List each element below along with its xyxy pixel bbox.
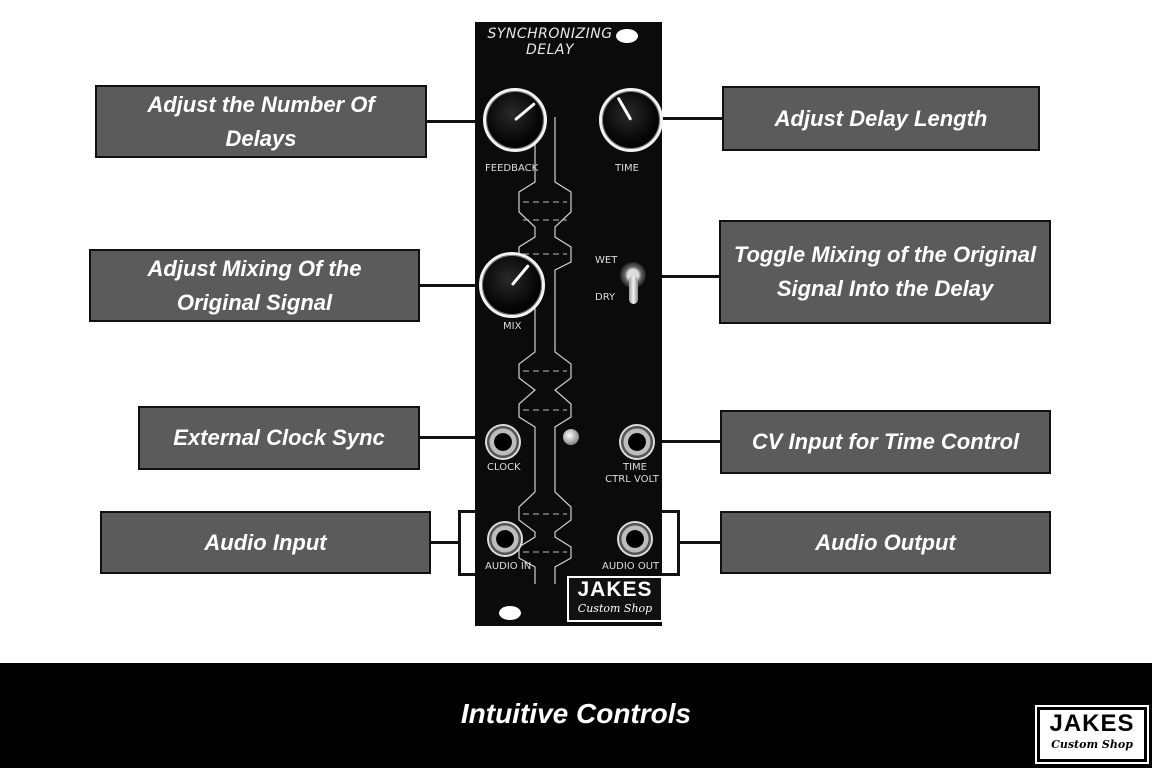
leader-clock xyxy=(420,436,486,439)
callout-audio-in: Audio Input xyxy=(100,511,431,574)
leader-feedback xyxy=(427,120,485,123)
module-title-line2: DELAY xyxy=(525,42,575,58)
clock-label: CLOCK xyxy=(487,462,521,473)
top-screw-hole xyxy=(616,29,638,43)
callout-time: Adjust Delay Length xyxy=(722,86,1040,151)
leader-time xyxy=(656,117,722,120)
mix-knob-pointer xyxy=(510,263,531,286)
time-label: TIME xyxy=(615,163,640,174)
mix-knob[interactable] xyxy=(479,252,545,318)
time-knob[interactable] xyxy=(599,88,663,152)
feedback-knob-pointer xyxy=(514,102,536,122)
callout-wet-dry: Toggle Mixing of the Original Signal Int… xyxy=(719,220,1051,324)
footer-title: Intuitive Controls xyxy=(460,698,692,729)
time-cv-jack[interactable] xyxy=(619,424,655,460)
module-panel: SYNCHRONIZING DELAY FEEDBACK TIME MIX WE… xyxy=(475,22,663,626)
leader-wet-dry xyxy=(640,275,719,278)
time-ctrl-label-line2: CTRL VOLT xyxy=(605,474,659,485)
wet-dry-toggle-switch[interactable] xyxy=(629,276,638,304)
clock-jack[interactable] xyxy=(485,424,521,460)
callout-feedback: Adjust the Number Of Delays xyxy=(95,85,427,158)
leader-audio-in xyxy=(431,541,460,544)
leader-audio-out xyxy=(678,541,720,544)
callout-mix: Adjust Mixing Of the Original Signal xyxy=(89,249,420,322)
callout-clock: External Clock Sync xyxy=(138,406,420,470)
leader-mix xyxy=(420,284,480,287)
waveform-graphic xyxy=(518,117,572,584)
time-knob-pointer xyxy=(616,97,633,121)
bottom-screw-hole xyxy=(499,606,521,620)
callout-audio-out: Audio Output xyxy=(720,511,1051,574)
callout-cv: CV Input for Time Control xyxy=(720,410,1051,474)
time-ctrl-label-line1: TIME xyxy=(622,462,647,473)
feedback-label: FEEDBACK xyxy=(485,163,539,174)
audio-out-label: AUDIO OUT xyxy=(602,561,660,572)
module-title-line1: SYNCHRONIZING xyxy=(487,26,613,42)
leader-cv xyxy=(654,440,720,443)
bracket-audio-out xyxy=(650,510,680,576)
footer-banner: Intuitive Controls JAKES Custom Shop xyxy=(0,663,1152,768)
dry-label: DRY xyxy=(595,292,616,303)
footer-logo-sub: Custom Shop xyxy=(1051,738,1133,751)
panel-logo-sub: Custom Shop xyxy=(577,602,653,615)
sync-led xyxy=(563,429,579,445)
wet-label: WET xyxy=(595,255,618,266)
audio-out-jack[interactable] xyxy=(617,521,653,557)
bracket-audio-in xyxy=(458,510,488,576)
panel-logo: JAKES Custom Shop xyxy=(567,576,663,622)
audio-in-label: AUDIO IN xyxy=(485,561,532,572)
feedback-knob[interactable] xyxy=(483,88,547,152)
footer-logo: JAKES Custom Shop xyxy=(1035,705,1149,764)
panel-logo-main: JAKES xyxy=(577,578,653,601)
audio-in-jack[interactable] xyxy=(487,521,523,557)
footer-logo-main: JAKES xyxy=(1049,710,1135,737)
mix-label: MIX xyxy=(503,321,522,332)
